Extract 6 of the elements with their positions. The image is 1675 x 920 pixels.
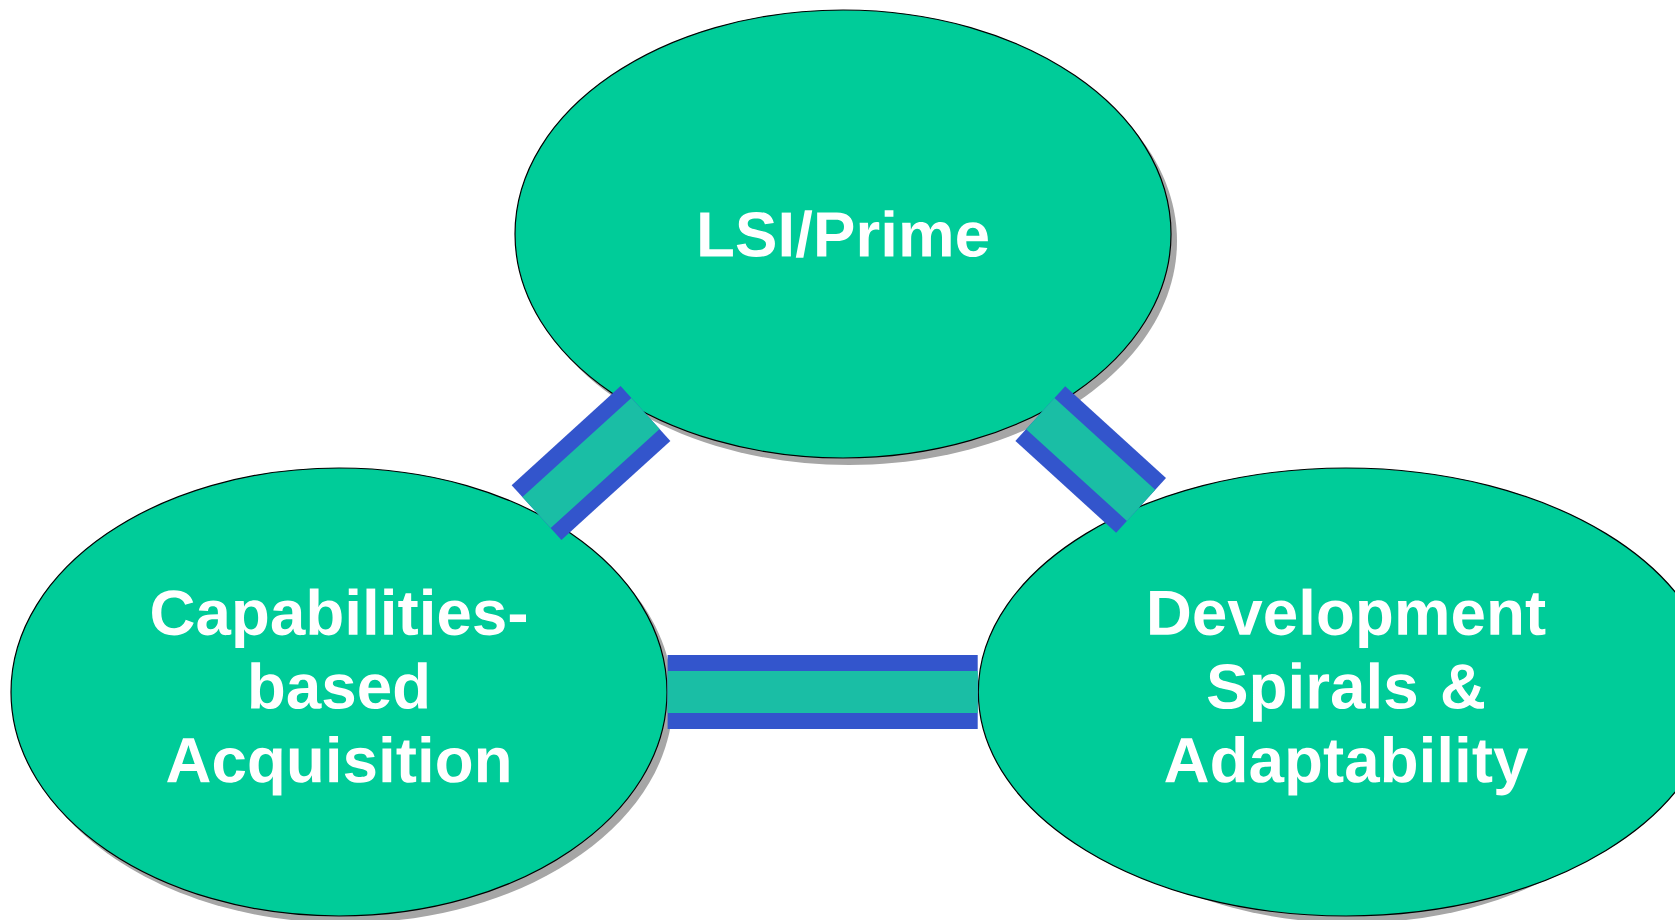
ellipse-node: Capabilities- based Acquisition: [10, 467, 673, 920]
ellipse-node: LSI/Prime: [514, 9, 1177, 465]
connector-bar: [667, 655, 978, 729]
ellipse-node: Development Spirals & Adaptability: [977, 467, 1675, 920]
connector-bar: [511, 386, 671, 540]
connector-bar: [1015, 386, 1166, 533]
